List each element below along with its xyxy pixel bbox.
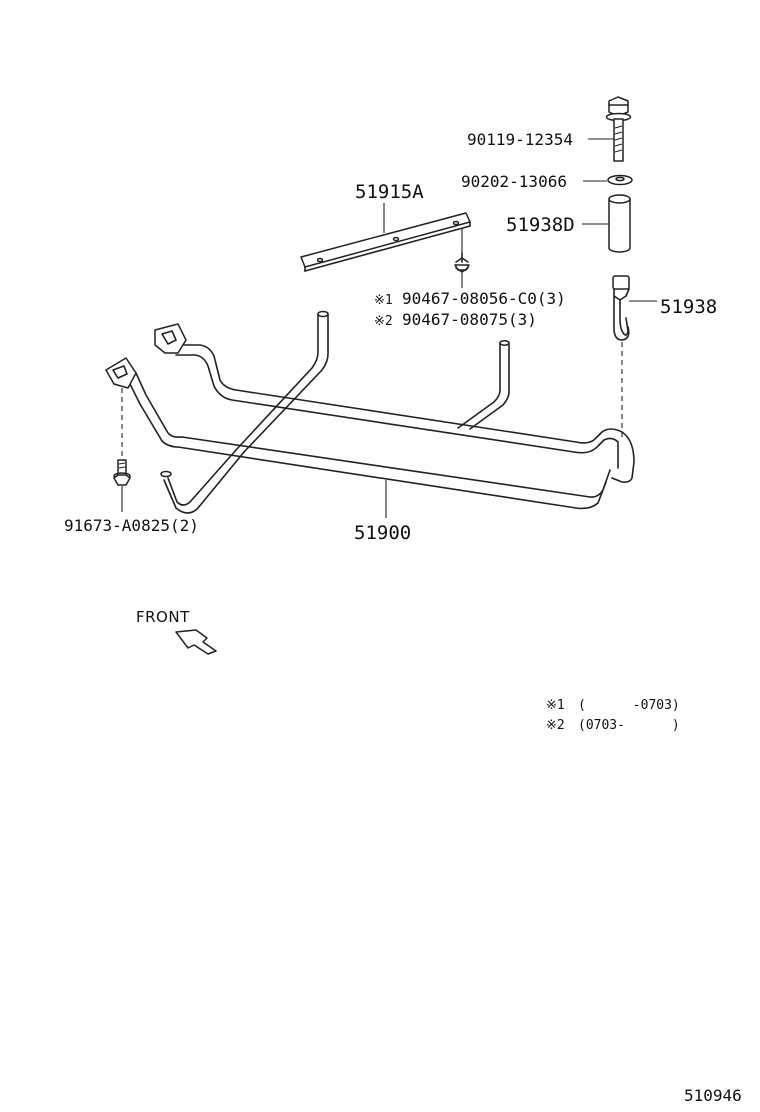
note-2-mark: ※2 [546,718,565,733]
label-plate: 51915A [355,181,424,203]
label-clip-2: 90467-08075(3) [402,310,537,329]
spacer-51938D [608,194,631,253]
label-bolt: 90119-12354 [467,130,573,149]
front-arrow-icon [175,629,217,655]
label-clip-2-mark: ※2 [374,314,393,329]
label-carrier: 51900 [354,522,411,544]
front-label: FRONT [136,608,190,626]
label-spacer: 51938D [506,214,575,236]
label-bolt-bottom: 91673-A0825(2) [64,516,199,535]
bolt-90119-12354 [605,96,632,162]
diagram-number: 510946 [684,1086,742,1105]
label-washer: 90202-13066 [461,172,567,191]
note-2-text: (0703- ) [578,718,680,733]
label-clip-1-mark: ※1 [374,293,393,308]
carrier-51900 [105,310,635,514]
clip-90467 [454,252,470,273]
note-1-text: ( -0703) [578,698,680,713]
label-clip-1: 90467-08056-C0(3) [402,289,566,308]
washer-90202-13066 [607,174,633,186]
bolt-91673-A0825 [113,459,131,486]
note-1-mark: ※1 [546,698,565,713]
label-hook: 51938 [660,296,717,318]
plate-51915A [300,212,471,272]
hook-51938 [612,275,630,341]
